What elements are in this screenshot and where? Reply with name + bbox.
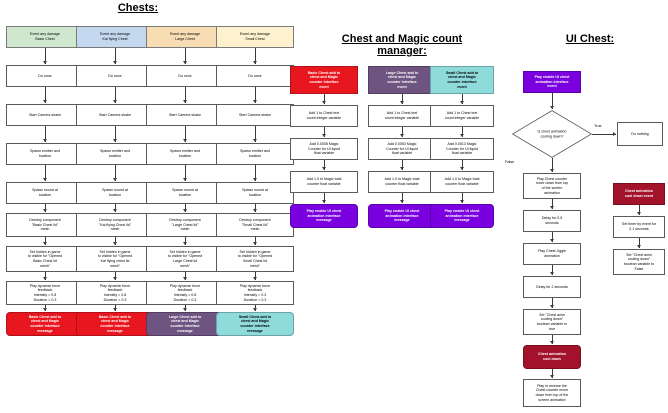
chest-step-small-6[interactable]: Play dynamic force feedback Intensity = … xyxy=(216,281,294,305)
chest-step-large-5[interactable]: Set hidden in game to visible for "Opene… xyxy=(146,246,224,272)
chest-step-small-2[interactable]: Spawn emitter and location xyxy=(216,143,294,165)
manager-message-small[interactable]: Play enable UI chest animation interface… xyxy=(430,204,494,228)
chest-step-kai-flying-6[interactable]: Play dynamic force feedback Intensity = … xyxy=(76,281,154,305)
manager-message-large[interactable]: Play enable UI chest animation interface… xyxy=(368,204,436,228)
chest-message-kai-flying[interactable]: Basic Chest add to chest and Magic count… xyxy=(76,312,154,336)
chest-step-basic-4[interactable]: Destroy component "Basic Chest lid" mesh xyxy=(6,213,84,237)
chest-step-basic-3[interactable]: Spawn sound at location xyxy=(6,182,84,204)
manager-step-basic-1[interactable]: Add 0.0008 Magic Counter for UI liquid f… xyxy=(290,138,358,160)
chest-step-kai-flying-2[interactable]: Spawn emitter and location xyxy=(76,143,154,165)
cooldown-step-1[interactable]: Set "Chest anim cooling down" boolean va… xyxy=(613,249,665,275)
manager-step-basic-2[interactable]: Add 1.0 to Magic total counter float var… xyxy=(290,171,358,193)
ui-chest-step-4[interactable]: Set "Chest anim cooling down" boolean va… xyxy=(523,309,581,335)
ui-chest-decision-label: Is chest animation cooling down? xyxy=(537,129,567,138)
chest-step-small-0[interactable]: Do once xyxy=(216,65,294,87)
manager-step-small-2[interactable]: Add 1.0 to Magic total counter float var… xyxy=(430,171,494,193)
manager-event-large[interactable]: Large Chest add to chest and Magic count… xyxy=(368,66,436,94)
chest-step-kai-flying-4[interactable]: Destroy component "Kai flying Chest lid"… xyxy=(76,213,154,237)
diamond-shape xyxy=(512,110,592,158)
chest-step-basic-2[interactable]: Spawn emitter and location xyxy=(6,143,84,165)
chest-step-small-4[interactable]: Destroy component "Small Chest lid" mesh xyxy=(216,213,294,237)
section-title-ui-chest: UI Chest: xyxy=(565,33,615,45)
chest-step-basic-5[interactable]: Set hidden in game to visible for "Opene… xyxy=(6,246,84,272)
chest-event-small[interactable]: Event any damage Small Chest xyxy=(216,26,294,48)
ui-chest-step-3[interactable]: Delay for 2 seconds xyxy=(523,276,581,298)
chest-step-small-1[interactable]: Start Camera shake xyxy=(216,104,294,126)
chest-message-small[interactable]: Small Chest add to chest and Magic count… xyxy=(216,312,294,336)
chest-step-kai-flying-3[interactable]: Spawn sound at location xyxy=(76,182,154,204)
manager-step-small-0[interactable]: Add 1 to Chest text count integer variab… xyxy=(430,105,494,127)
manager-event-basic[interactable]: Basic Chest add to chest and Magic count… xyxy=(290,66,358,94)
chest-step-large-0[interactable]: Do once xyxy=(146,65,224,87)
chest-step-large-6[interactable]: Play dynamic force feedback Intensity = … xyxy=(146,281,224,305)
manager-step-large-2[interactable]: Add 1.0 to Magic total counter float var… xyxy=(368,171,436,193)
manager-event-small[interactable]: Small Chest add to chest and Magic count… xyxy=(430,66,494,94)
cooldown-event[interactable]: Chest animation cool down event xyxy=(613,183,665,205)
chest-step-kai-flying-1[interactable]: Start Camera shake xyxy=(76,104,154,126)
section-title-manager: Chest and Magic count manager: xyxy=(341,33,463,57)
manager-step-small-1[interactable]: Add 0.0013 Magic Counter for UI liquid f… xyxy=(430,138,494,160)
chest-step-large-3[interactable]: Spawn sound at location xyxy=(146,182,224,204)
chest-step-large-1[interactable]: Start Camera shake xyxy=(146,104,224,126)
branch-label-false: False xyxy=(505,160,515,164)
chest-event-large[interactable]: Event any damage Large Chest xyxy=(146,26,224,48)
branch-label-true: True xyxy=(594,124,602,128)
ui-chest-step-1[interactable]: Delay for 0.5 seconds xyxy=(523,210,581,232)
section-title-chests: Chests: xyxy=(117,2,159,14)
chest-step-basic-0[interactable]: Do once xyxy=(6,65,84,87)
cooldown-step-0[interactable]: Set timer by event for 2.1 seconds xyxy=(613,216,665,238)
manager-step-basic-0[interactable]: Add 1 to Chest text count integer variab… xyxy=(290,105,358,127)
chest-step-kai-flying-5[interactable]: Set hidden in game to visible for "Opene… xyxy=(76,246,154,272)
chest-event-basic[interactable]: Event any damage Basic Chest xyxy=(6,26,84,48)
ui-chest-decision[interactable]: Is chest animation cooling down? xyxy=(512,110,592,158)
chest-step-large-4[interactable]: Destroy component "Large Chest lid" mesh xyxy=(146,213,224,237)
manager-message-basic[interactable]: Play enable UI chest animation interface… xyxy=(290,204,358,228)
ui-chest-tail-step[interactable]: Play in reverse the Chest counter move d… xyxy=(523,379,581,407)
chest-step-kai-flying-0[interactable]: Do once xyxy=(76,65,154,87)
manager-step-large-0[interactable]: Add 1 to Chest text count integer variab… xyxy=(368,105,436,127)
ui-chest-step-0[interactable]: Play Chest counter move down from top of… xyxy=(523,173,581,199)
chest-step-large-2[interactable]: Spawn emitter and location xyxy=(146,143,224,165)
ui-chest-event[interactable]: Play enable UI chest animation interface… xyxy=(523,71,581,93)
chest-message-large[interactable]: Large Chest add to chest and Magic count… xyxy=(146,312,224,336)
chest-step-small-5[interactable]: Set hidden in game to visible for "Opene… xyxy=(216,246,294,272)
chest-step-basic-6[interactable]: Play dynamic force feedback Intensity = … xyxy=(6,281,84,305)
manager-step-large-1[interactable]: Add 0.0053 Magic Counter for UI liquid f… xyxy=(368,138,436,160)
ui-chest-cooldown-message[interactable]: Chest animation cool down xyxy=(523,345,581,369)
ui-chest-step-2[interactable]: Play Chest Jiggle animation xyxy=(523,243,581,265)
chest-step-basic-1[interactable]: Start Camera shake xyxy=(6,104,84,126)
ui-chest-do-nothing[interactable]: Do nothing xyxy=(617,122,663,146)
chest-step-small-3[interactable]: Spawn sound at location xyxy=(216,182,294,204)
chest-message-basic[interactable]: Basic Chest add to chest and Magic count… xyxy=(6,312,84,336)
chest-event-kai-flying[interactable]: Event any damage Kai flying Chest xyxy=(76,26,154,48)
